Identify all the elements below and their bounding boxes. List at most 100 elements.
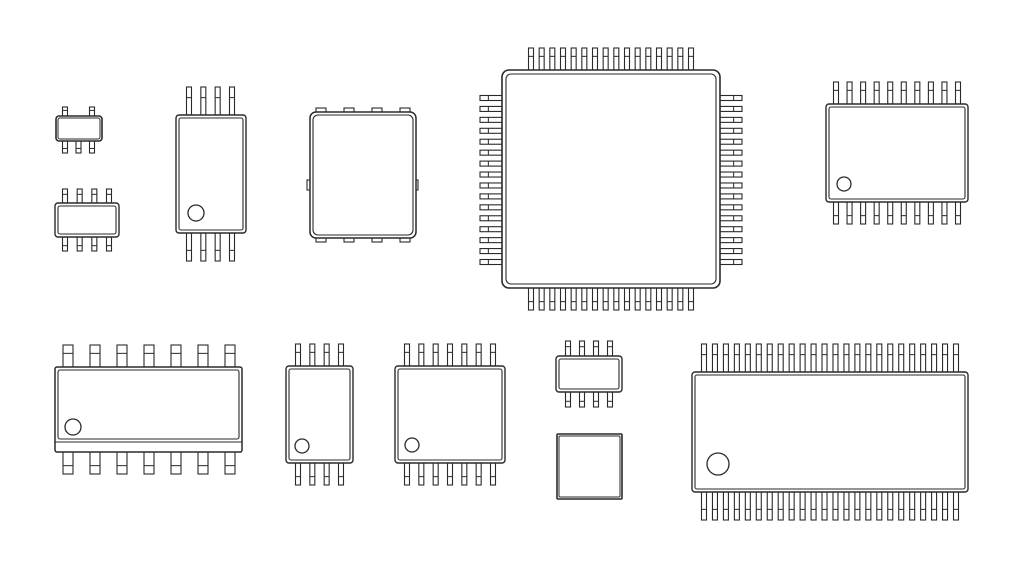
pin (61, 188, 69, 204)
pin (76, 236, 83, 252)
pin (479, 182, 503, 189)
pin (581, 47, 588, 71)
pin (578, 340, 586, 357)
pin (655, 287, 663, 311)
pin (479, 127, 503, 134)
pin (578, 391, 586, 408)
pin (559, 47, 567, 71)
pin (634, 287, 641, 311)
pin (788, 491, 795, 521)
pin1-marker (187, 204, 205, 222)
sot23-8-package (54, 188, 120, 252)
pin (887, 491, 894, 521)
pin (810, 343, 817, 373)
pin (719, 94, 743, 102)
pin (865, 343, 872, 373)
pin (821, 491, 828, 521)
pin (719, 193, 743, 200)
pin (479, 204, 503, 211)
pin (744, 491, 751, 521)
package-top-face (288, 368, 351, 461)
pin (76, 188, 83, 204)
pin (323, 462, 330, 486)
pin (418, 462, 425, 486)
pin (914, 81, 921, 105)
pin (323, 343, 330, 367)
pin (821, 343, 828, 373)
pin (873, 201, 880, 225)
pin (549, 287, 556, 311)
pin (294, 343, 302, 367)
pin (941, 491, 949, 521)
pin (613, 287, 620, 311)
package-top-face (178, 117, 244, 231)
pin (687, 287, 695, 311)
pin (719, 149, 743, 156)
pin (777, 491, 784, 521)
pin (700, 491, 708, 521)
pin (873, 81, 880, 105)
pin (909, 343, 916, 373)
pin (755, 491, 762, 521)
pin (91, 236, 98, 252)
pin (733, 491, 740, 521)
pin (591, 47, 599, 71)
pin (228, 232, 236, 262)
pin (744, 343, 751, 373)
pin (719, 127, 743, 134)
pin (832, 491, 839, 521)
pin (927, 81, 934, 105)
package-top-face (828, 106, 966, 200)
pin (952, 343, 960, 373)
pin (843, 343, 850, 373)
pin (62, 344, 74, 368)
pin (931, 343, 938, 373)
pin (854, 343, 861, 373)
pin (337, 343, 345, 367)
pin (549, 47, 556, 71)
pin (170, 344, 182, 368)
pin (602, 287, 609, 311)
pin (711, 343, 719, 373)
pin (592, 340, 600, 357)
package-top-face (505, 73, 717, 285)
pin (337, 462, 345, 486)
pin (489, 343, 497, 367)
pin (876, 491, 883, 521)
pin (914, 201, 921, 225)
pin (755, 343, 762, 373)
pin (538, 47, 545, 71)
pin (766, 343, 773, 373)
pin (887, 81, 894, 105)
pin (876, 343, 883, 373)
package-top-face (57, 369, 240, 440)
pin (527, 287, 535, 311)
pin (719, 204, 743, 211)
pin (592, 391, 600, 408)
pin (432, 343, 439, 367)
pin (931, 491, 938, 521)
pin (475, 462, 482, 486)
pin (432, 462, 439, 486)
package-top-face (57, 117, 101, 140)
pin (105, 188, 113, 204)
pin (865, 491, 872, 521)
pin (719, 171, 743, 178)
pin (479, 258, 503, 266)
pin (677, 47, 684, 71)
pin (61, 106, 69, 117)
pin (766, 491, 773, 521)
pin (75, 140, 82, 154)
pin (446, 462, 454, 486)
pin (89, 344, 101, 368)
pin (479, 193, 503, 200)
pin (197, 451, 209, 475)
pin (602, 47, 609, 71)
pin (89, 451, 101, 475)
pin (941, 81, 948, 105)
package-top-face (312, 114, 414, 236)
pin (719, 105, 743, 112)
qfp-64-package (479, 47, 743, 311)
pin (61, 140, 69, 154)
pin (62, 451, 74, 475)
